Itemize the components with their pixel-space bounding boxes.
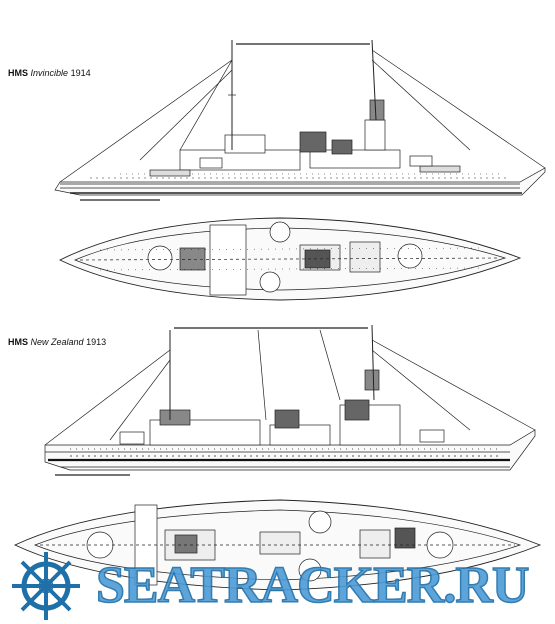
ship-wheel-logo: [12, 552, 80, 620]
invincible-profile: [54, 39, 546, 201]
new-zealand-profile: [44, 324, 536, 476]
caption-new-zealand: HMS New Zealand 1913: [8, 337, 106, 347]
caption-invincible: HMS Invincible 1914: [8, 68, 91, 78]
caption-prefix: HMS: [8, 337, 28, 347]
watermark-text: SEATRACKER.RU: [95, 556, 530, 615]
caption-ship-name: Invincible: [30, 68, 69, 78]
caption-year: 1914: [70, 68, 91, 78]
invincible-plan: [58, 217, 522, 301]
new-zealand-plan: [13, 499, 542, 591]
caption-year: 1913: [86, 337, 107, 347]
caption-prefix: HMS: [8, 68, 28, 78]
caption-ship-name: New Zealand: [30, 337, 84, 347]
